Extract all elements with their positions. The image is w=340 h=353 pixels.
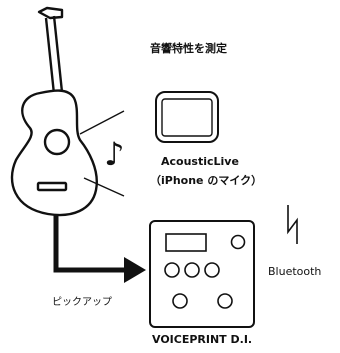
diagram-title: 音響特性を測定 — [150, 42, 227, 55]
pickup-cable — [53, 214, 128, 273]
app-name-label: AcousticLive — [161, 155, 239, 168]
device-label: VOICEPRINT D.I. — [152, 333, 253, 346]
cable-arrow-head — [124, 257, 146, 283]
music-note-icon: ♪ — [104, 135, 124, 173]
bluetooth-label: Bluetooth — [268, 265, 322, 278]
acoustic-guitar-icon — [10, 6, 98, 217]
app-subtitle-label: （iPhone のマイク） — [150, 174, 263, 187]
iphone-icon — [155, 91, 219, 143]
bluetooth-signal-icon — [287, 205, 298, 244]
voiceprint-device-icon — [149, 220, 255, 328]
pickup-label: ピックアップ — [52, 297, 112, 308]
sound-wave-lines — [79, 110, 125, 197]
